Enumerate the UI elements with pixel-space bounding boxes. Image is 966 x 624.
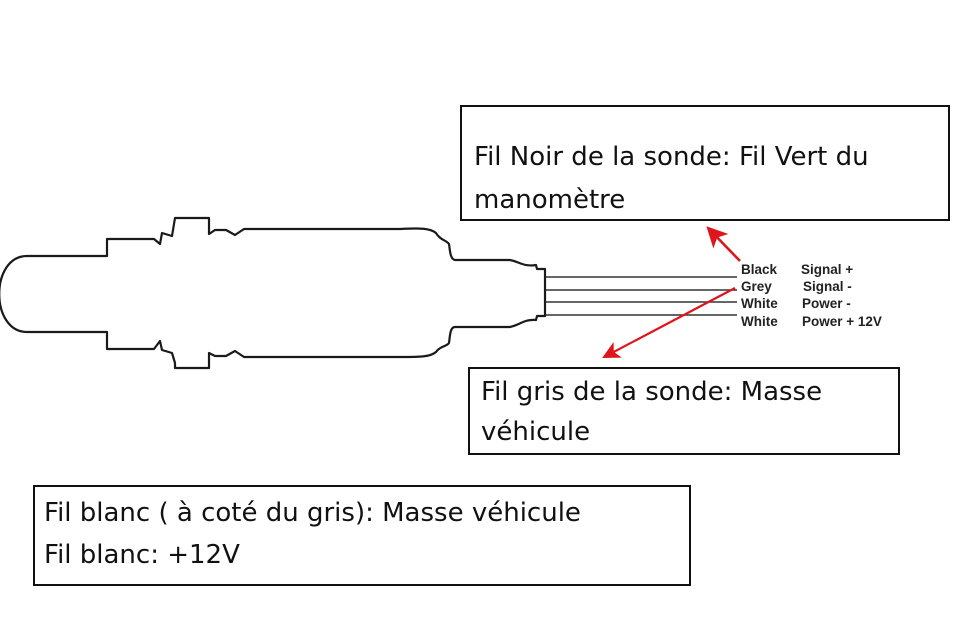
annotation-line: Fil Noir de la sonde: Fil Vert du bbox=[474, 142, 869, 172]
wire-label-grey-color: Grey bbox=[741, 279, 772, 294]
wire-label-white1-function: Power - bbox=[802, 296, 851, 311]
arrow-black-wire bbox=[706, 226, 741, 262]
wire-label-grey-function: Signal - bbox=[803, 279, 852, 294]
wire-label-white2-function: Power + 12V bbox=[802, 314, 882, 329]
annotation-white-wires: Fil blanc ( à coté du gris): Masse véhic… bbox=[33, 485, 691, 586]
arrow-grey-wire bbox=[602, 287, 736, 359]
annotation-line: véhicule bbox=[481, 417, 591, 447]
annotation-line: Fil gris de la sonde: Masse bbox=[481, 377, 823, 407]
annotation-black-wire: Fil Noir de la sonde: Fil Vert du manomè… bbox=[460, 105, 950, 221]
wire-label-black-function: Signal + bbox=[801, 262, 854, 277]
annotation-line: Fil blanc: +12V bbox=[44, 540, 240, 570]
sensor-body-outline bbox=[0, 216, 547, 370]
wire-label-white2-color: White bbox=[741, 314, 778, 329]
annotation-line: manomètre bbox=[474, 185, 626, 215]
wire-label-white1-color: White bbox=[741, 296, 778, 311]
wire-label-black-color: Black bbox=[741, 262, 778, 277]
annotation-line: Fil blanc ( à coté du gris): Masse véhic… bbox=[44, 498, 581, 528]
annotation-grey-wire: Fil gris de la sonde: Masse véhicule bbox=[468, 367, 900, 455]
